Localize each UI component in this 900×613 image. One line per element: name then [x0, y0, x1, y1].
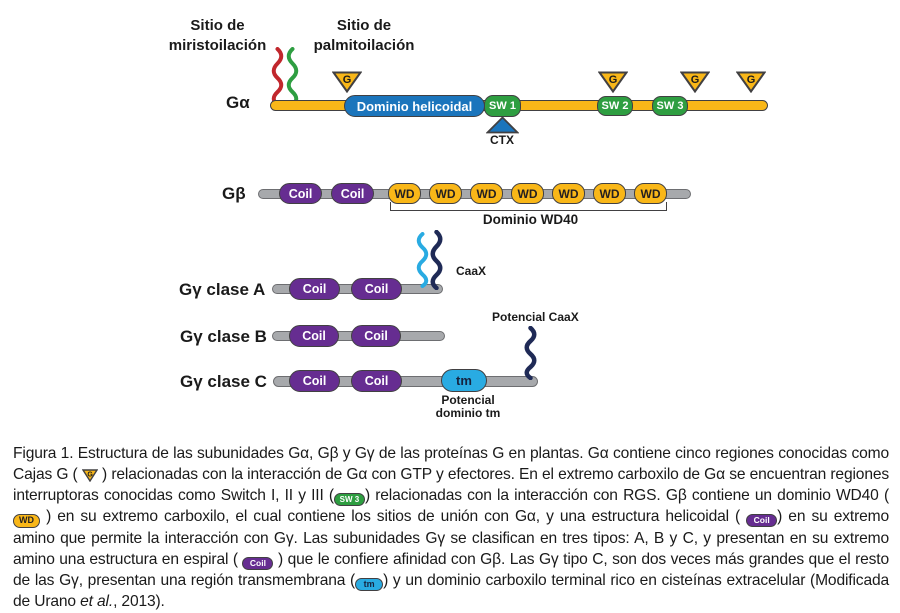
- potencial-caax-wave-icon: [524, 326, 537, 380]
- myristoylation-line1: Sitio de: [190, 17, 245, 34]
- potencial-tm-line1: Potencial: [441, 393, 495, 407]
- coil-domain: Coil: [351, 370, 402, 392]
- ggamma-a-row-label: Gγ clase A: [179, 280, 266, 299]
- galpha-row-label: Gα: [226, 93, 250, 112]
- potencial-tm-line2: dominio tm: [435, 406, 501, 420]
- g-box-label: G: [343, 74, 352, 86]
- coil-domain: Coil: [279, 183, 322, 204]
- sw3-icon: SW 3: [333, 493, 365, 506]
- wd-domain: WD: [634, 183, 667, 204]
- palmitoylation-wave-icon: [286, 47, 299, 107]
- gbeta-row-label: Gβ: [222, 184, 246, 203]
- g-box-icon-label: G: [87, 472, 93, 479]
- caax-wave-lightblue-icon: [416, 232, 429, 288]
- g-box-label: G: [747, 74, 756, 86]
- palmitoylation-annotation: Sitio de palmitoilación: [293, 16, 435, 56]
- wd-domain: WD: [552, 183, 585, 204]
- caption-text-italic: et al.: [80, 592, 114, 610]
- coil-domain: Coil: [289, 370, 340, 392]
- tm-domain: tm: [441, 369, 487, 392]
- myristoylation-line2: miristoilación: [168, 37, 267, 54]
- figure-caption: Figura 1. Estructura de las subunidades …: [13, 443, 889, 612]
- wd-domain: WD: [429, 183, 462, 204]
- g-box-icon: G: [81, 469, 98, 482]
- sw2-domain: SW 2: [597, 96, 633, 116]
- g-box-triangle-icon: G: [598, 71, 628, 93]
- caax-label: CaaX: [456, 264, 487, 278]
- g-box-label: G: [609, 74, 618, 86]
- coil-domain: Coil: [351, 325, 401, 347]
- coil-icon: Coil: [242, 556, 274, 570]
- coil-icon: Coil: [746, 514, 778, 527]
- wd40-bracket-label: Dominio WD40: [482, 212, 579, 227]
- caption-text: ) relacionadas con la interacción de Gα …: [13, 466, 890, 504]
- ctx-label: CTX: [490, 133, 514, 147]
- wd-icon: WD: [13, 513, 40, 528]
- coil-domain: Coil: [289, 325, 339, 347]
- coil-domain: Coil: [351, 278, 402, 300]
- caption-text: ) y un dominio carboxilo terminal rico e…: [13, 571, 890, 610]
- caption-text: ) en su extremo amino que permite la int…: [13, 508, 889, 568]
- ctx-triangle-icon: [486, 116, 519, 134]
- caption-text: ) en su extremo carboxilo, el cual conti…: [40, 508, 747, 525]
- caption-text: , 2013).: [113, 592, 165, 610]
- caax-wave-navy-icon: [430, 230, 443, 290]
- sw3-domain: SW 3: [652, 96, 688, 116]
- g-box-triangle-icon: G: [332, 71, 362, 93]
- wd-domain: WD: [470, 183, 503, 204]
- palmitoylation-line1: Sitio de: [336, 17, 392, 34]
- sw1-domain: SW 1: [484, 95, 521, 117]
- wd-domain: WD: [593, 183, 626, 204]
- caption-text: ) que le confiere afinidad con Gβ. Las G…: [13, 550, 889, 589]
- wd-domain: WD: [388, 183, 421, 204]
- ggamma-c-row-label: Gγ clase C: [180, 372, 267, 391]
- potencial-caax-label: Potencial CaaX: [492, 310, 579, 324]
- wd-domain: WD: [511, 183, 544, 204]
- tm-icon: tm: [355, 577, 384, 591]
- g-box-label: G: [691, 74, 700, 86]
- g-box-triangle-icon: G: [736, 71, 766, 93]
- potencial-tm-label: Potencial dominio tm: [403, 394, 533, 420]
- g-box-triangle-icon: G: [680, 71, 710, 93]
- ggamma-c-bar: [273, 376, 538, 387]
- wd40-bracket: [390, 202, 667, 211]
- helicoidal-domain: Dominio helicoidal: [344, 95, 485, 117]
- myristoylation-wave-icon: [271, 47, 284, 107]
- palmitoylation-line2: palmitoilación: [313, 37, 415, 54]
- caption-text: Figura 1. Estructura de las subunidades …: [13, 445, 889, 483]
- caption-text: ) relacionadas con la interacción con RG…: [364, 487, 889, 504]
- coil-domain: Coil: [331, 183, 374, 204]
- ggamma-b-row-label: Gγ clase B: [180, 327, 267, 346]
- coil-domain: Coil: [289, 278, 340, 300]
- myristoylation-annotation: Sitio de miristoilación: [150, 16, 285, 56]
